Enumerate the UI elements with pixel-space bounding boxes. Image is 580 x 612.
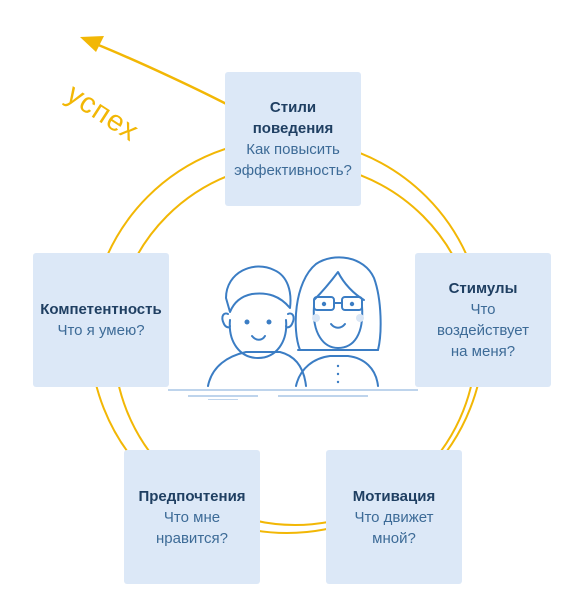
card-question-line: нравится? — [156, 529, 228, 547]
card-question-line: мной? — [372, 529, 416, 547]
card-title: Мотивация — [352, 487, 436, 505]
woman-with-glasses-icon — [294, 256, 382, 387]
card-competence: Компетентность Что я умею? — [33, 253, 169, 387]
man-icon — [207, 265, 307, 387]
card-question-line: Что — [470, 301, 496, 318]
card-title: Компетентность — [40, 301, 162, 318]
success-arrow-icon — [95, 42, 239, 112]
card-motivation: Мотивация Что движет мной? — [326, 450, 462, 584]
card-title: Стимулы — [448, 280, 518, 297]
card-question-line: Как повысить — [246, 141, 340, 158]
card-title-line2: поведения — [252, 120, 334, 137]
card-question-line: Что движет — [354, 508, 434, 526]
card-stimuli: Стимулы Что воздействует на меня? — [415, 253, 551, 387]
success-arrow-head — [80, 36, 104, 52]
card-question-line: эффективность? — [234, 162, 352, 179]
people-illustration — [168, 256, 418, 400]
card-behavior-styles: Стили поведения Как повысить эффективнос… — [225, 72, 361, 206]
card-preferences: Предпочтения Что мне нравится? — [124, 450, 260, 584]
card-question-line: воздействует — [436, 322, 530, 339]
card-title: Предпочтения — [138, 487, 246, 505]
card-question-line: на меня? — [450, 343, 516, 360]
card-question-line: Что мне — [163, 508, 221, 526]
card-title: Стили — [269, 99, 317, 116]
card-question-line: Что я умею? — [57, 322, 145, 339]
